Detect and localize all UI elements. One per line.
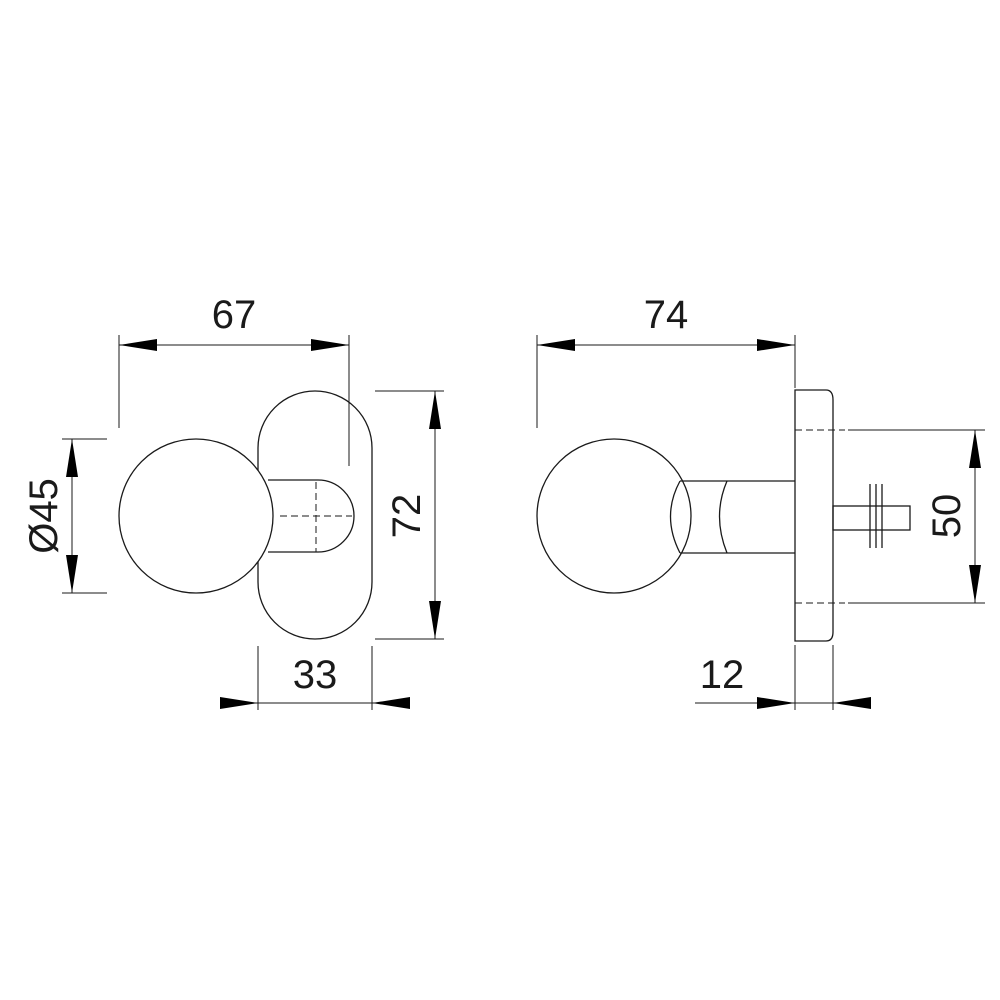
side-view: 74 12 50 (536, 293, 985, 710)
dim-50-label: 50 (925, 494, 969, 539)
dim-74-arrow-left (537, 339, 575, 351)
dim-72-arrow-bottom (429, 601, 441, 639)
dim-50-arrow-top (969, 430, 981, 468)
knob-side (536, 438, 692, 594)
knob-front (118, 438, 274, 594)
neck-collar (718, 480, 728, 554)
dim-67-arrow-left (119, 339, 157, 351)
dim-12-label: 12 (700, 653, 745, 697)
dim-12-arrow-left (757, 697, 795, 709)
dim-45-arrow-top (66, 439, 78, 477)
dim-74-label: 74 (644, 293, 689, 337)
dim-74-arrow-right (757, 339, 795, 351)
dim-50-arrow-bottom (969, 565, 981, 603)
dim-45-arrow-bottom (66, 555, 78, 593)
dim-12-arrow-right (833, 697, 871, 709)
front-view: 67 Ø45 72 33 (22, 293, 444, 710)
dim-33-arrow-left (220, 697, 258, 709)
dim-67-arrow-right (311, 339, 349, 351)
knob-neck (669, 480, 681, 554)
spindle-rear (832, 505, 911, 531)
rose-plate-side (794, 389, 834, 642)
dim-72-label: 72 (385, 494, 429, 539)
dim-67-label: 67 (212, 293, 257, 337)
oval-rose-plate (257, 390, 373, 640)
dim-45-label: Ø45 (22, 478, 66, 554)
spindle-stub (268, 479, 355, 553)
dim-72-arrow-top (429, 391, 441, 429)
dim-33-arrow-right (372, 697, 410, 709)
dim-33-label: 33 (293, 653, 338, 697)
